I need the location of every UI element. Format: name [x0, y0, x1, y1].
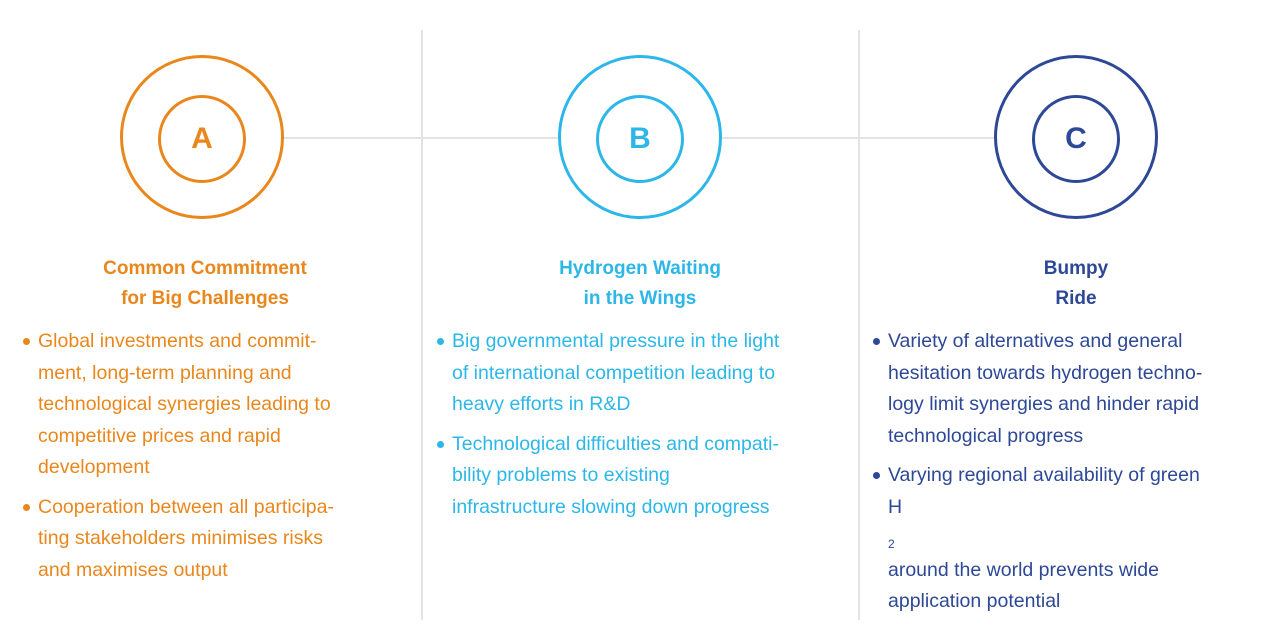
scenario-b-bullet-2: Technological difficulties and compati- … [436, 429, 851, 524]
scenario-a-bullet-1: Global investments and commit- ment, lon… [22, 326, 412, 484]
connector-a-b [284, 137, 558, 139]
scenario-b: B Hydrogen Waiting in the Wings Big gove… [423, 0, 858, 628]
bullet-line: of international competition leading to [452, 361, 776, 384]
bullet-line: logy limit synergies and hinder rapid [888, 393, 1200, 415]
scenario-b-bullets: Big governmental pressure in the light o… [436, 326, 851, 531]
bullet-line-rest: around the world prevents wide [888, 558, 1159, 581]
bullet-line: bility problems to existing [452, 464, 670, 486]
scenario-c-bullets: Variety of alternatives and general hesi… [872, 326, 1274, 626]
scenario-a: A Common Commitment for Big Challenges G… [0, 0, 421, 628]
bullet-line: ting stakeholders minimises risks [38, 527, 324, 549]
bullet-line: infrastructure slowing down progress [452, 495, 770, 518]
scenario-c-outer-ring [994, 55, 1158, 219]
scenario-b-outer-ring [558, 55, 722, 219]
h2-symbol: H [888, 495, 903, 518]
scenario-a-title-line-1: Common Commitment [103, 258, 307, 279]
scenario-a-bullets: Global investments and commit- ment, lon… [22, 326, 412, 594]
bullet-line: ment, long-term planning and [38, 361, 292, 384]
scenario-c: C Bumpy Ride Variety of alternatives and… [860, 0, 1280, 628]
scenario-a-bullet-2: Cooperation between all participa- ting … [22, 492, 412, 587]
bullet-line: Variety of alternatives and general [888, 330, 1183, 352]
bullet-line: Big governmental pressure in the light [452, 330, 780, 352]
scenario-c-bullet-2: Varying regional availability of green H… [872, 460, 1274, 618]
scenario-a-letter: A [191, 122, 213, 155]
scenario-b-letter: B [629, 122, 651, 155]
scenario-c-title-line-1: Bumpy [1043, 258, 1109, 279]
scenario-b-title: Hydrogen Waiting in the Wings [490, 254, 790, 314]
bullet-line: application potential [888, 590, 1061, 612]
bullet-line: heavy efforts in R&D [452, 393, 631, 415]
bullet-line: development [38, 456, 150, 478]
bullet-line: competitive prices and rapid [38, 424, 281, 447]
bullet-line: Technological difficulties and compati- [452, 432, 779, 455]
scenario-c-title-line-2: Ride [1055, 288, 1097, 309]
bullet-line: H 2 around the world prevents wide [888, 492, 1274, 587]
scenario-a-title: Common Commitment for Big Challenges [55, 254, 355, 314]
scenario-c-bullet-1: Variety of alternatives and general hesi… [872, 326, 1274, 452]
bullet-line: hesitation towards hydrogen techno- [888, 361, 1203, 384]
bullet-line: technological progress [888, 424, 1084, 447]
column-divider-1 [421, 30, 423, 620]
scenario-b-title-line-1: Hydrogen Waiting [559, 258, 721, 279]
bullet-line: Varying regional availability of green [888, 464, 1200, 486]
bullet-line: and maximises output [38, 558, 228, 581]
scenario-b-title-line-2: in the Wings [583, 288, 697, 309]
h2-subscript: 2 [888, 537, 895, 551]
connector-b-c [722, 137, 994, 139]
scenario-b-badge: B [596, 95, 684, 183]
scenario-c-badge: C [1032, 95, 1120, 183]
scenario-c-title: Bumpy Ride [926, 254, 1226, 314]
scenario-a-badge: A [158, 95, 246, 183]
column-divider-2 [858, 30, 860, 620]
scenario-c-letter: C [1065, 122, 1087, 155]
scenario-a-title-line-2: for Big Challenges [121, 288, 289, 309]
bullet-line: Global investments and commit- [38, 330, 317, 352]
scenario-b-bullet-1: Big governmental pressure in the light o… [436, 326, 851, 421]
bullet-line: Cooperation between all participa- [38, 495, 334, 518]
bullet-line: technological synergies leading to [38, 393, 331, 415]
scenario-a-outer-ring [120, 55, 284, 219]
